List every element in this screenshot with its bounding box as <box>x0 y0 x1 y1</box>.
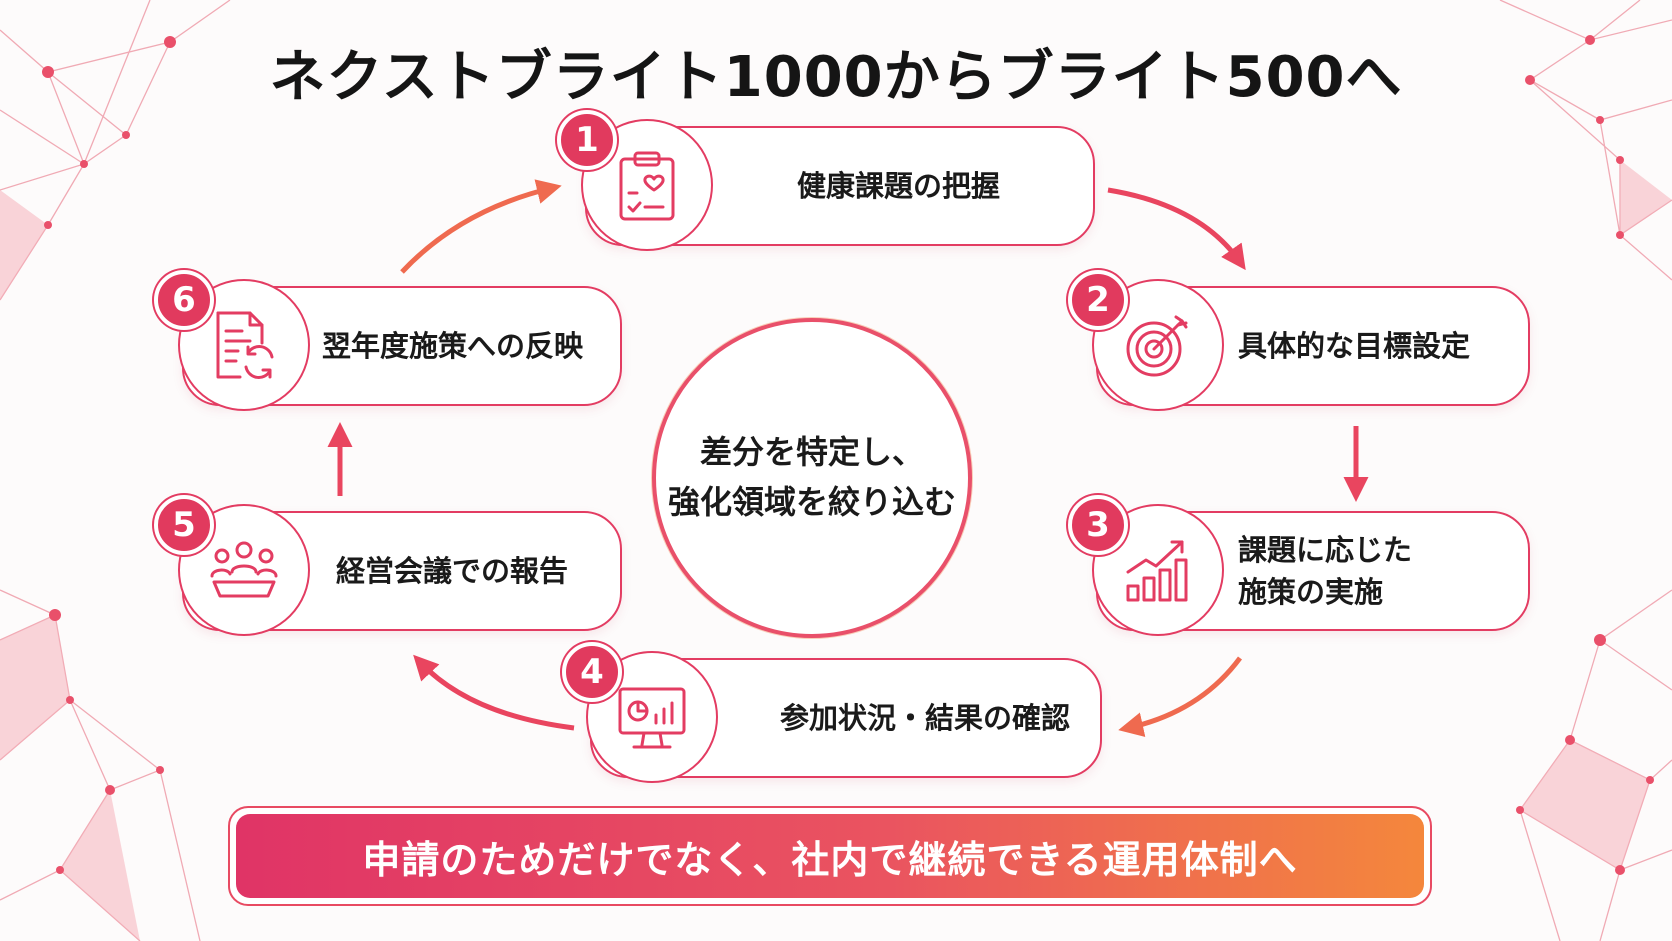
growth-chart-icon <box>1126 540 1188 602</box>
step-1-card: 1 健康課題の把握 <box>557 110 1095 251</box>
step-1-label: 健康課題の把握 <box>797 168 1001 203</box>
document-refresh-icon <box>216 311 274 379</box>
step-5-card: 5 経営会議での報告 <box>154 495 622 636</box>
step-3-card: 3 課題に応じた 施策の実施 <box>1068 495 1530 636</box>
step-6-label: 翌年度施策への反映 <box>322 328 584 363</box>
banner-text: 申請のためだけでなく、社内で継続できる運用体制へ <box>236 814 1424 898</box>
step-2-label: 具体的な目標設定 <box>1238 328 1471 363</box>
step-5-number-badge: 5 <box>154 495 214 555</box>
step-4-number-badge: 4 <box>562 642 622 702</box>
page-title: ネクストブライト1000からブライト500へ <box>269 45 1403 110</box>
clipboard-heart-icon <box>619 151 675 221</box>
center-circle: 差分を特定し、 強化領域を絞り込む <box>652 318 972 638</box>
center-text-line-2: 強化領域を絞り込む <box>667 483 956 521</box>
center-text-line-1: 差分を特定し、 <box>699 433 924 472</box>
step-2-card: 2 具体的な目標設定 <box>1068 270 1530 411</box>
step-6-number-badge: 6 <box>154 270 214 330</box>
step-2-number-badge: 2 <box>1068 270 1128 330</box>
step-3-label: 課題に応じた 施策の実施 <box>1238 532 1413 609</box>
step-6-card: 6 翌年度施策への反映 <box>154 270 622 411</box>
meeting-icon <box>210 541 278 598</box>
step-3-number-badge: 3 <box>1068 495 1128 555</box>
step-4-card: 4 参加状況・結果の確認 <box>562 642 1102 783</box>
step-5-label: 経営会議での報告 <box>336 553 569 588</box>
step-4-label: 参加状況・結果の確認 <box>780 700 1071 735</box>
target-arrow-icon <box>1126 315 1188 377</box>
bottom-banner: 申請のためだけでなく、社内で継続できる運用体制へ <box>228 806 1432 906</box>
step-1-number-badge: 1 <box>557 110 617 170</box>
monitor-chart-icon <box>618 687 686 749</box>
